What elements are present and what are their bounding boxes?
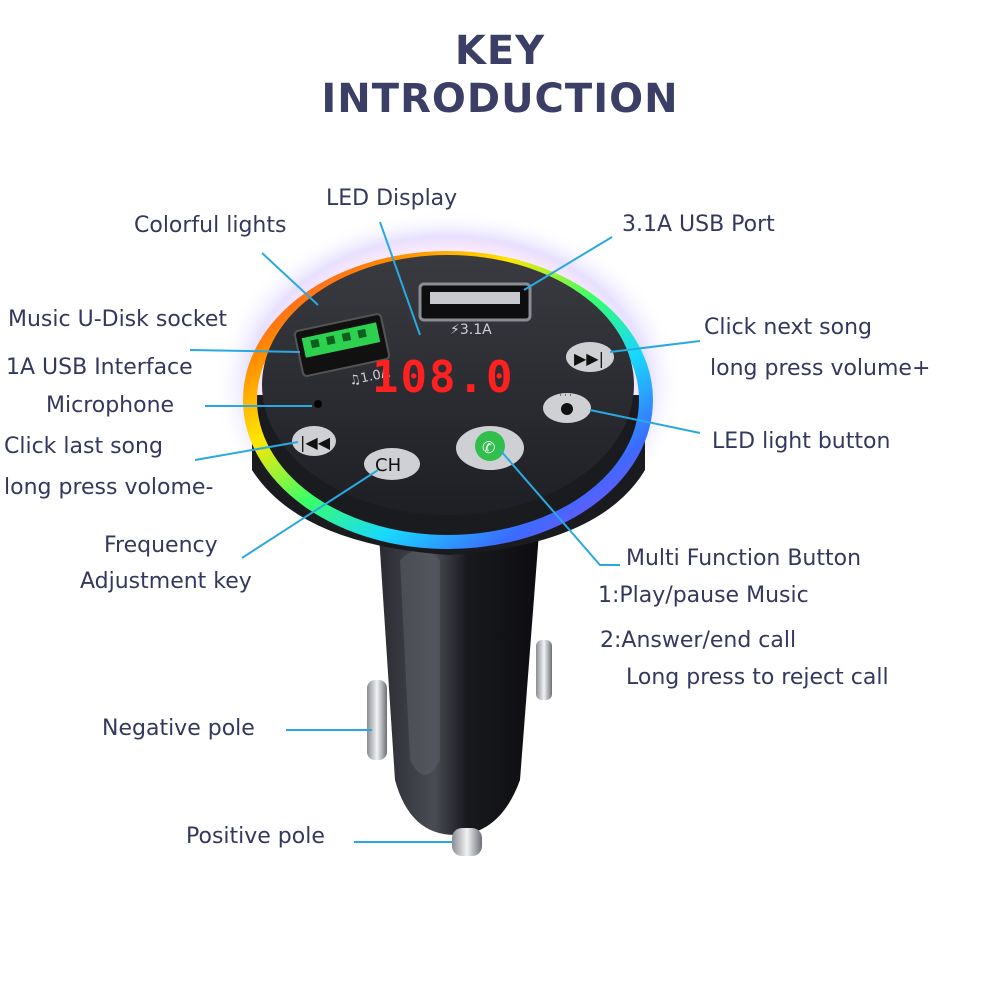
- label-led-light-button: LED light button: [712, 429, 891, 454]
- title-line-1: KEY: [454, 28, 546, 74]
- next-icon: ▶▶|: [574, 349, 604, 368]
- prev-song-button[interactable]: |◀◀: [292, 426, 336, 456]
- ch-button[interactable]: CH: [364, 448, 420, 480]
- label-negative-pole: Negative pole: [102, 716, 255, 741]
- label-click-last-song: Click last song: [4, 434, 163, 459]
- label-usb-port: 3.1A USB Port: [622, 212, 775, 237]
- usb-right-label: ⚡3.1A: [450, 322, 492, 338]
- negative-pole-contact-right: [536, 640, 552, 700]
- label-positive-pole: Positive pole: [186, 824, 325, 849]
- label-usb-interface: 1A USB Interface: [6, 355, 193, 380]
- label-click-next-song: Click next song: [704, 315, 872, 340]
- ch-button-label: CH: [375, 455, 401, 476]
- label-music-udisk: Music U-Disk socket: [8, 307, 228, 332]
- led-light-button[interactable]: ˙˙˙: [543, 393, 591, 423]
- multi-function-button[interactable]: ✆: [456, 426, 524, 470]
- label-microphone: Microphone: [46, 393, 175, 418]
- label-play-pause: 1:Play/pause Music: [598, 583, 809, 608]
- label-long-press-reject: Long press to reject call: [626, 665, 889, 690]
- usb-port-3-1a: [418, 282, 532, 322]
- next-song-button[interactable]: ▶▶|: [566, 342, 614, 372]
- label-long-press-vol-minus: long press volome-: [4, 475, 214, 500]
- label-multi-function: Multi Function Button: [626, 546, 862, 571]
- microphone-hole: [314, 400, 322, 408]
- title-line-2: INTRODUCTION: [321, 76, 679, 122]
- phone-icon: ✆: [482, 438, 495, 457]
- leader-lines: [189, 221, 701, 843]
- prev-icon: |◀◀: [300, 433, 331, 452]
- label-adjustment-key: Adjustment key: [80, 569, 252, 594]
- usb-port-1a: [293, 313, 391, 377]
- label-frequency: Frequency: [104, 533, 218, 558]
- label-colorful-lights: Colorful lights: [134, 213, 287, 238]
- label-answer-end: 2:Answer/end call: [600, 628, 797, 653]
- positive-pole-contact: [452, 828, 482, 856]
- label-led-display: LED Display: [326, 186, 458, 211]
- label-long-press-vol-plus: long press volume+: [710, 356, 931, 381]
- negative-pole-contact: [367, 680, 387, 760]
- led-display: 108.0: [372, 352, 514, 403]
- bulb-icon: ˙˙˙: [558, 394, 573, 405]
